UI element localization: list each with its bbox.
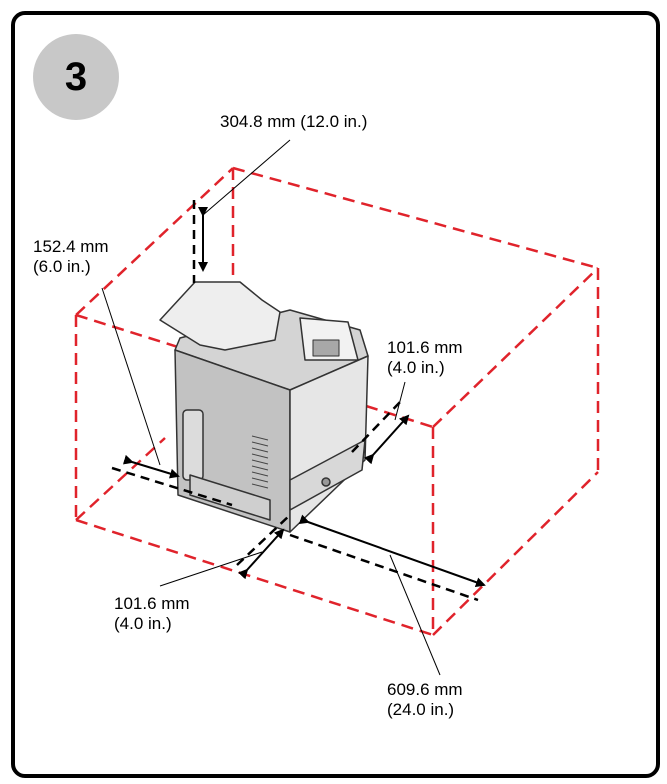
left-clearance-mm: 152.4 mm [33, 237, 109, 256]
dimension-arrows [101, 139, 486, 676]
rear-clearance-in: (24.0 in.) [387, 700, 455, 719]
step-panel [11, 11, 660, 778]
step-number-badge: 3 [33, 34, 119, 120]
vent-grille [251, 435, 269, 489]
label-front-clearance: 101.6 mm (4.0 in.) [114, 594, 190, 634]
step-number: 3 [64, 54, 88, 99]
front-clearance-in: (4.0 in.) [114, 614, 172, 633]
rear-clearance-mm: 609.6 mm [387, 680, 463, 699]
printer-icon [159, 281, 369, 533]
left-clearance-in: (6.0 in.) [33, 257, 91, 276]
top-clearance-text: 304.8 mm (12.0 in.) [220, 112, 368, 131]
front-clearance-mm: 101.6 mm [114, 594, 190, 613]
label-right-clearance: 101.6 mm (4.0 in.) [387, 338, 463, 378]
right-clearance-mm: 101.6 mm [387, 338, 463, 357]
right-clearance-in: (4.0 in.) [387, 358, 445, 377]
label-left-clearance: 152.4 mm (6.0 in.) [33, 237, 109, 277]
label-top-clearance: 304.8 mm (12.0 in.) [220, 112, 367, 132]
label-rear-clearance: 609.6 mm (24.0 in.) [387, 680, 463, 720]
